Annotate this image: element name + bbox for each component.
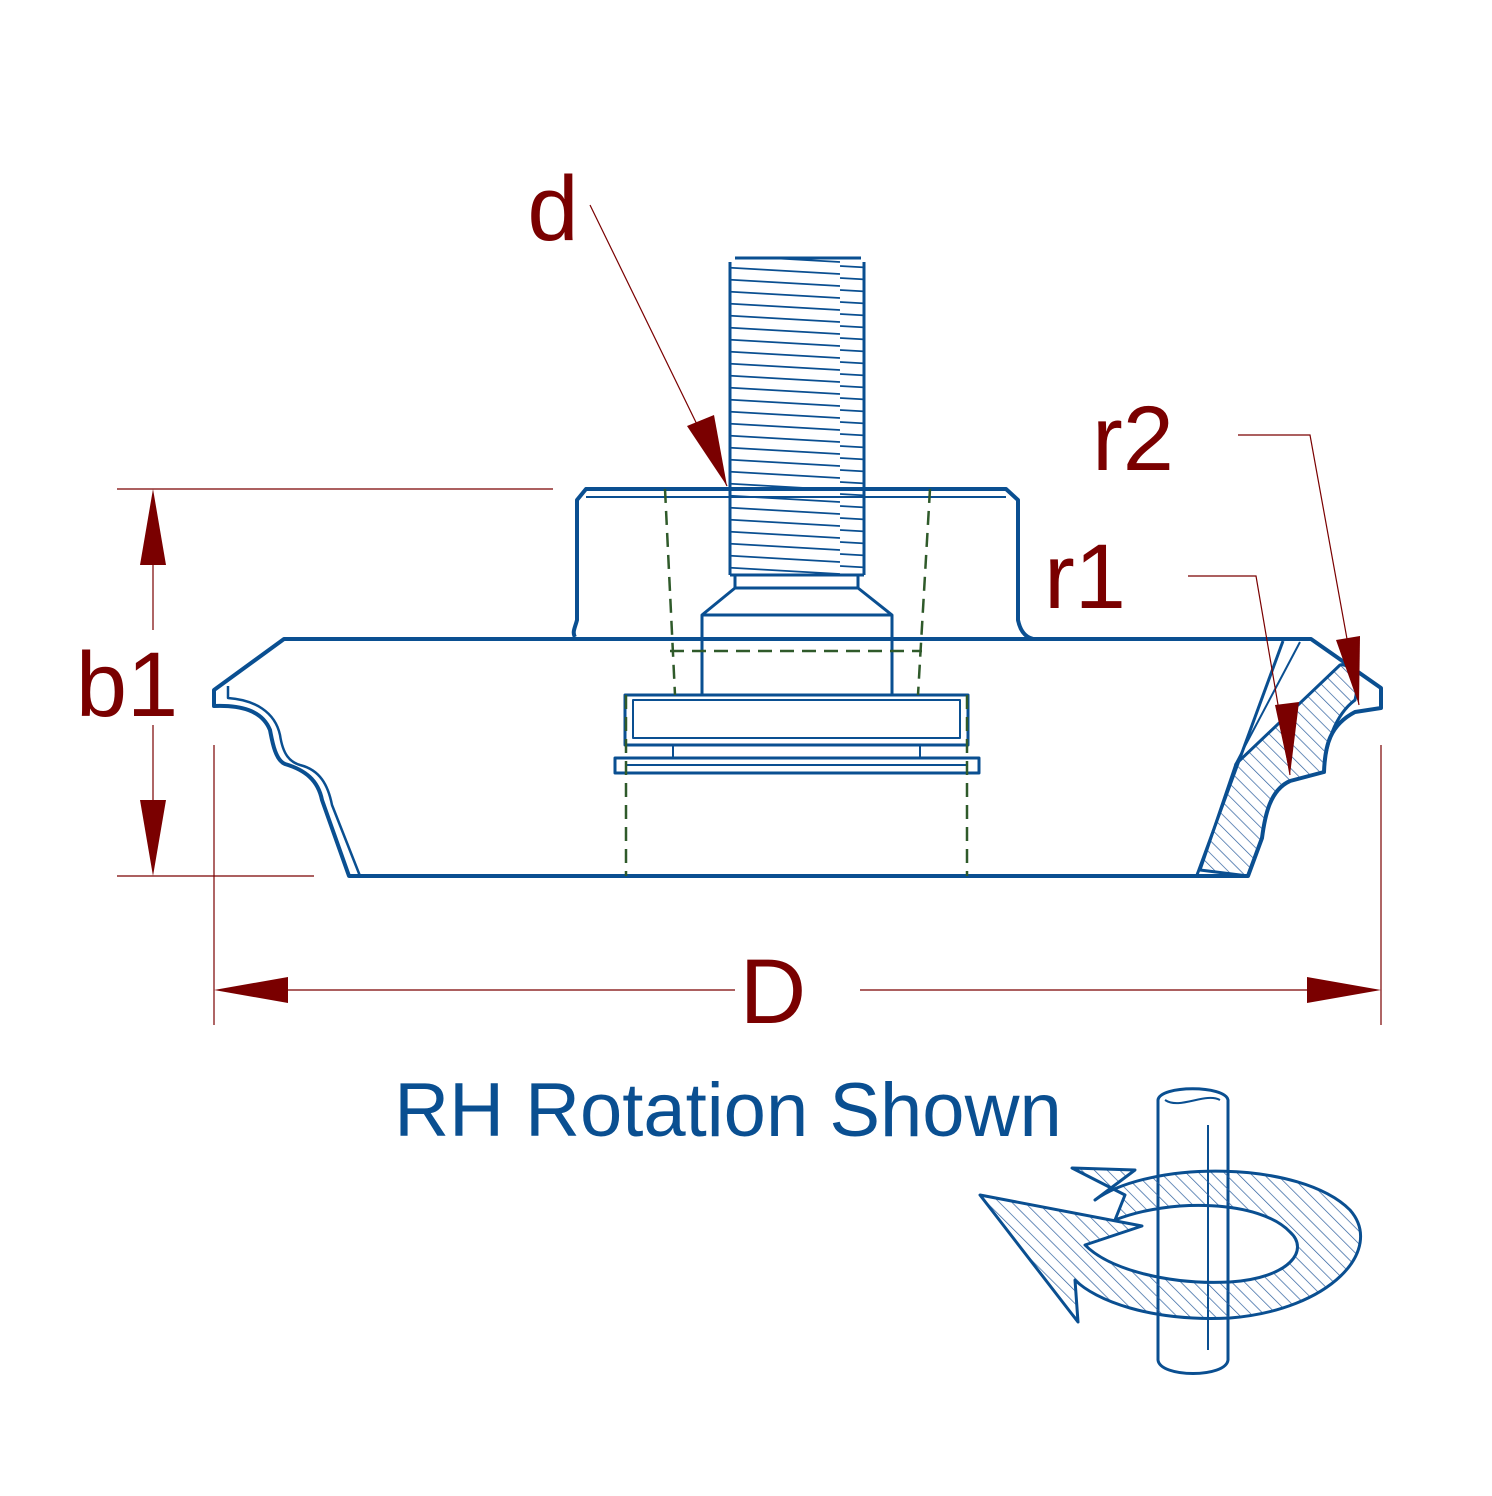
- rotation-caption: RH Rotation Shown: [394, 1068, 1061, 1153]
- label-r2: r2: [1092, 388, 1174, 490]
- arrow-d: [687, 415, 727, 486]
- label-r1: r1: [1044, 526, 1126, 628]
- insert-ring: [613, 756, 981, 775]
- label-D: D: [740, 941, 806, 1043]
- screw-thread-outline: [728, 256, 866, 577]
- arrow-r2: [1336, 636, 1360, 705]
- cutting-edge-section: [1198, 663, 1358, 878]
- rake-face-line: [1195, 640, 1285, 876]
- rotation-band: [978, 1166, 1362, 1324]
- rake-face-line-2: [1234, 641, 1301, 766]
- hidden-lines: [624, 488, 969, 876]
- screw-head: [700, 575, 894, 695]
- arrow-D-right: [1307, 977, 1381, 1003]
- left-flute-inner: [226, 686, 362, 877]
- screw-thread-fill: [730, 258, 864, 576]
- label-d: d: [527, 158, 578, 260]
- label-b1: b1: [76, 634, 178, 736]
- dimension-arrows: [140, 415, 1381, 1003]
- arrow-b1-bottom: [140, 800, 166, 876]
- rh-rotation-icon: [978, 1087, 1362, 1375]
- arrow-D-left: [214, 977, 288, 1003]
- arrow-r1: [1275, 702, 1299, 775]
- insert-inner: [632, 699, 961, 739]
- arrow-b1-top: [140, 489, 166, 565]
- shaft-top-edge: [1164, 1096, 1221, 1105]
- threaded-screw: [728, 256, 866, 577]
- shaft: [1156, 1087, 1230, 1375]
